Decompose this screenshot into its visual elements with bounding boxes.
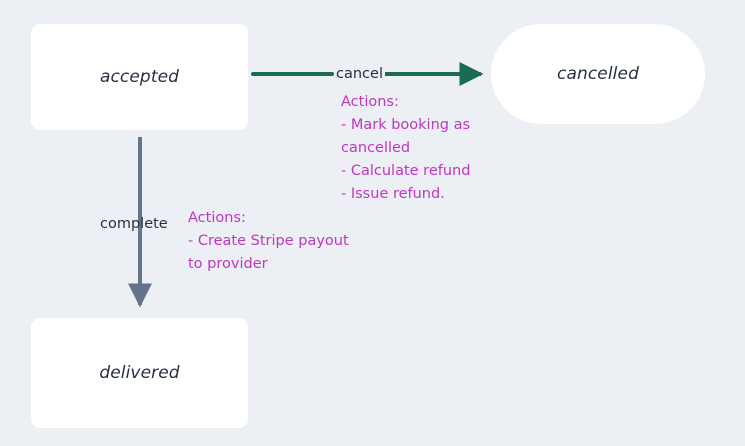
transition-label-cancel: cancel (336, 66, 383, 82)
actions-item: - Mark booking as (341, 117, 471, 133)
state-node-cancelled[interactable]: cancelled (491, 24, 705, 124)
actions-item: - Create Stripe payout (188, 233, 349, 249)
state-node-delivered[interactable]: delivered (31, 318, 248, 428)
actions-item: - Calculate refund (341, 163, 471, 179)
state-node-cancelled-label: cancelled (557, 64, 639, 84)
actions-heading: Actions: (188, 210, 246, 226)
state-node-accepted[interactable]: accepted (31, 24, 248, 130)
state-node-delivered-label: delivered (99, 363, 180, 383)
actions-item: to provider (188, 256, 268, 272)
transition-actions-cancel: Actions: - Mark booking as cancelled - C… (341, 91, 470, 206)
actions-heading: Actions: (341, 94, 399, 110)
transition-label-complete: complete (100, 216, 168, 232)
transition-actions-complete: Actions: - Create Stripe payout to provi… (188, 207, 349, 276)
actions-item: - Issue refund. (341, 186, 445, 202)
state-node-accepted-label: accepted (99, 67, 180, 87)
actions-item: cancelled (341, 140, 411, 156)
